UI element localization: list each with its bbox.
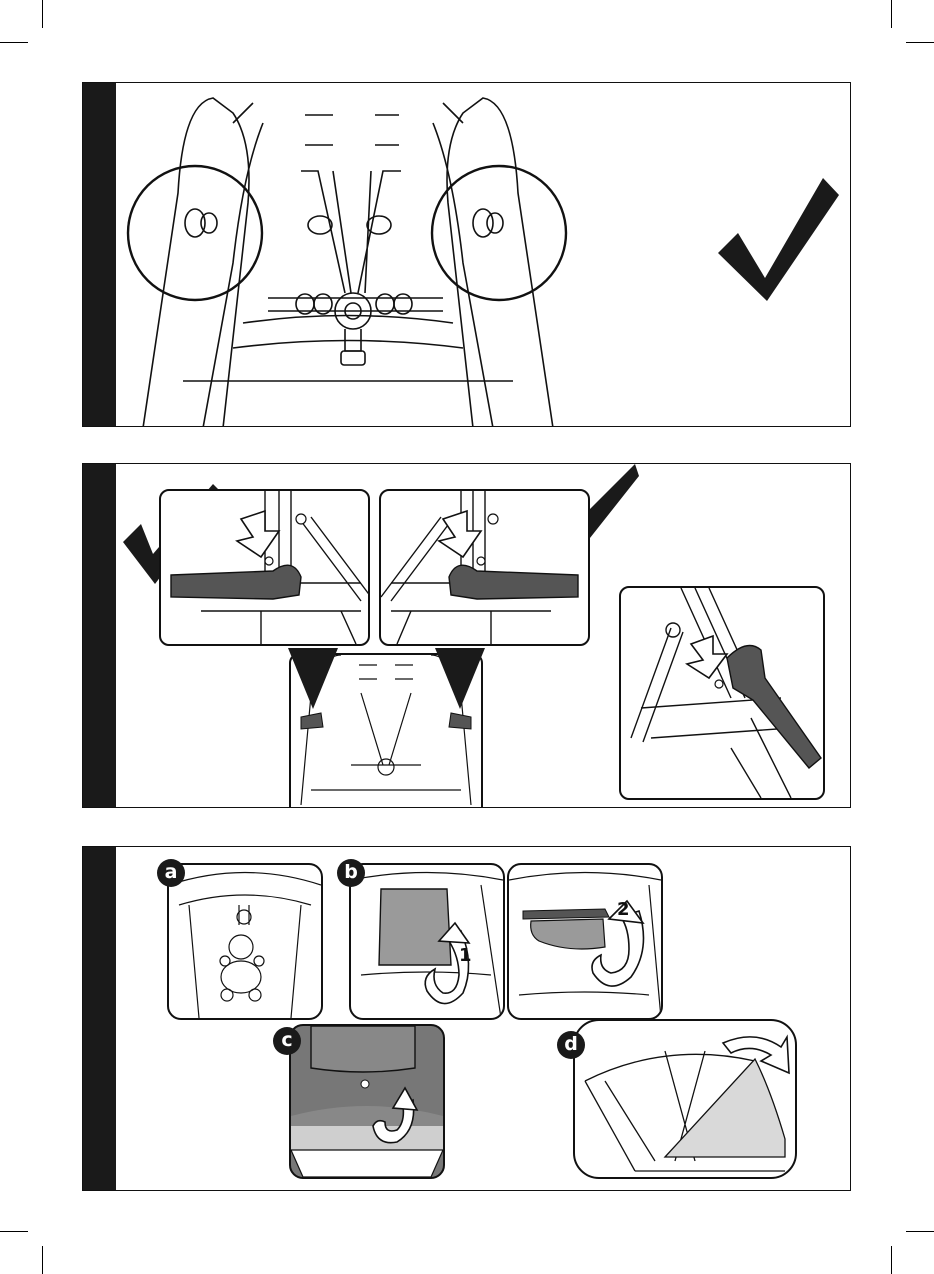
crop-mark (906, 1231, 934, 1232)
down-arrow-icon (439, 511, 481, 557)
pocket-illustration (291, 1026, 443, 1177)
left-handle-illustration (161, 491, 368, 644)
inset-d-canopy (573, 1019, 797, 1179)
seat-harness-illustration (83, 83, 851, 427)
handle-side-illustration (621, 588, 823, 798)
down-arrow-icon (687, 636, 727, 678)
crop-mark (42, 0, 43, 28)
inset-handle-side (619, 586, 825, 800)
panel-side-bar (83, 847, 116, 1190)
seat-overview-illustration (291, 655, 481, 807)
check-mark-icon (718, 178, 839, 301)
label-badge-d: d (557, 1031, 585, 1059)
crop-mark (891, 0, 892, 28)
inset-b-step2 (507, 863, 663, 1020)
down-arrow-icon (237, 511, 279, 557)
inset-c-pocket (289, 1024, 445, 1179)
label-badge-c: c (273, 1027, 301, 1055)
cover-fold-step2-illustration (509, 865, 661, 1018)
inset-left-handle (159, 489, 370, 646)
inset-a-toy (167, 863, 323, 1020)
cover-fold-step1-illustration (351, 865, 503, 1018)
crop-mark (0, 1231, 28, 1232)
crop-mark (42, 1246, 43, 1274)
canopy-extend-illustration (575, 1021, 795, 1177)
panel-accessories: a b (82, 846, 851, 1191)
crop-mark (891, 1246, 892, 1274)
inset-b-step1 (349, 863, 505, 1020)
toy-hanging-illustration (169, 865, 321, 1018)
panel-handle-install (82, 463, 851, 808)
label-badge-a: a (157, 859, 185, 887)
label-badge-b: b (337, 859, 365, 887)
step-number-2: 2 (617, 899, 630, 920)
crop-mark (0, 42, 28, 43)
right-handle-illustration (381, 491, 588, 644)
inset-right-handle (379, 489, 590, 646)
crop-mark (906, 42, 934, 43)
panel-harness-attachment (82, 82, 851, 427)
inset-seat-overview (289, 653, 483, 808)
step-number-1: 1 (459, 945, 472, 966)
